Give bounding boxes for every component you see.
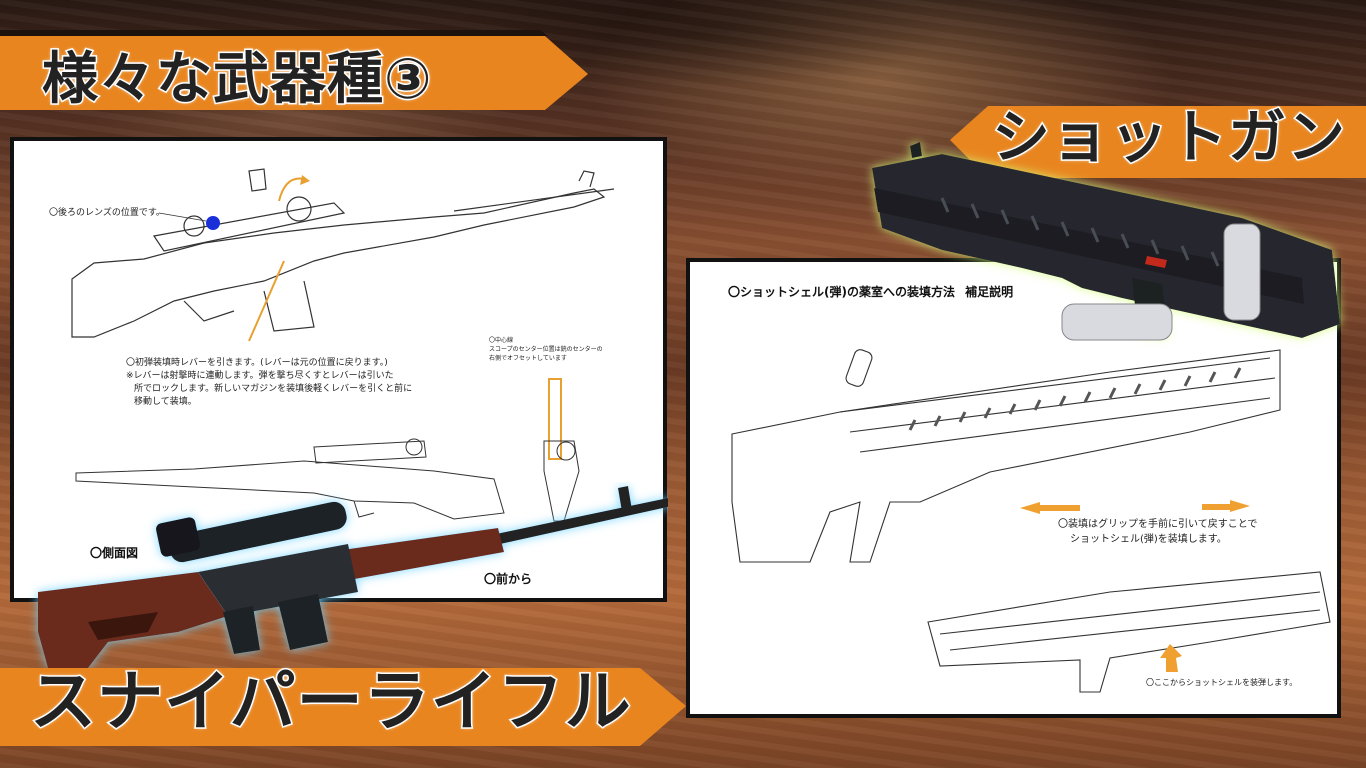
slide-title: 様々な武器種③ <box>40 46 433 114</box>
sniper-label: スナイパーライフル <box>29 662 633 742</box>
shotgun-drawing-panel: 〇ショットシェル(弾)の薬室への装填方法 補足説明 〇装填はグリップを手前に引い… <box>686 258 1341 718</box>
shell-vertical <box>1223 223 1261 321</box>
lever-note-1: 〇初弾装填時レバーを引きます。(レバーは元の位置に戻ります。) <box>126 358 388 368</box>
shell-horizontal <box>1061 303 1173 341</box>
front-note-2: スコープのセンター位置は銃のセンターの <box>489 346 603 353</box>
side-view-label: 〇側面図 <box>90 546 139 560</box>
lever-note-4: 移動して装填。 <box>134 397 197 407</box>
shotgun-label: ショットガン <box>990 102 1347 173</box>
shotgun-banner: ショットガン <box>950 98 1366 178</box>
front-view-label: 〇前から <box>484 572 533 586</box>
shotgun-heading-sub: 補足説明 <box>965 285 1014 299</box>
shotgun-line-drawings <box>731 349 1331 693</box>
shotgun-heading-main: 〇ショットシェル(弾)の薬室への装填方法 <box>728 285 955 299</box>
sniper-banner-shape <box>0 668 686 746</box>
sniper-banner: スナイパーライフル <box>0 660 690 746</box>
shotgun-heading: 〇ショットシェル(弾)の薬室への装填方法 補足説明 <box>728 286 1013 299</box>
shotgun-render <box>872 142 1340 341</box>
front-note-1: 〇中心線 <box>489 337 514 344</box>
insert-note: 〇ここからショットシェルを装弾します。 <box>1146 678 1298 687</box>
load-note-2: ショットシェル(弾)を装填します。 <box>1070 534 1227 545</box>
sniper-line-drawings <box>71 168 615 522</box>
title-banner-shape <box>0 30 588 110</box>
title-banner: 様々な武器種③ <box>0 30 590 114</box>
load-note-1: 〇装填はグリップを手前に引いて戻すことで <box>1058 519 1258 530</box>
sniper-rifle-render <box>38 486 668 668</box>
rear-lens-note: 〇後ろのレンズの位置です。 <box>49 208 165 218</box>
front-note-3: 右側でオフセットしています <box>489 355 567 362</box>
rear-lens-marker <box>206 216 220 230</box>
lever-note-2: ※レバーは射撃時に連動します。弾を撃ち尽くすとレバーは引いた <box>126 371 394 381</box>
lever-note-3: 所でロックします。新しいマガジンを装填後軽くレバーを引くと前に <box>134 384 413 394</box>
shotgun-banner-shape <box>950 106 1366 178</box>
